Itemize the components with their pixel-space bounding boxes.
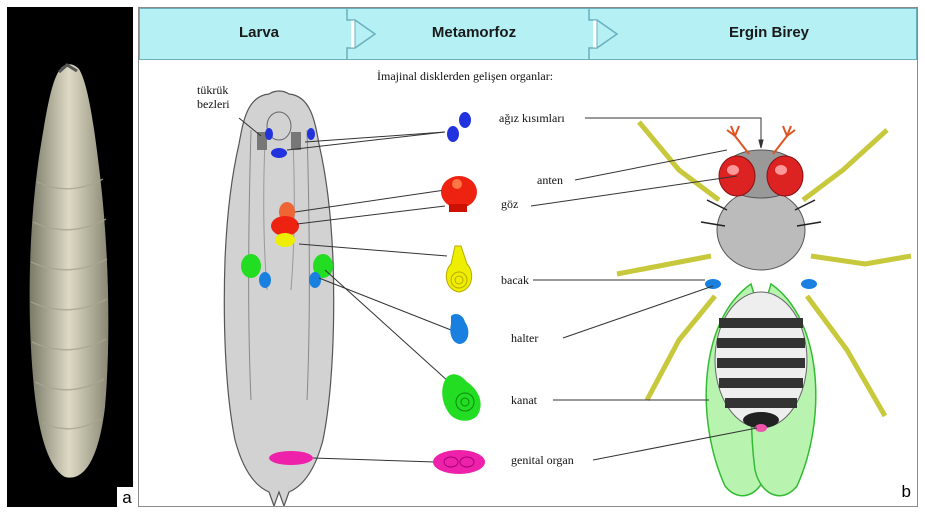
organ-label-genital: genital organ	[511, 453, 574, 467]
larva-disc-eye-right	[307, 128, 315, 140]
disc-wing	[442, 374, 480, 421]
disc-leg	[446, 246, 471, 292]
fly-haltere-right	[801, 279, 817, 289]
fly-thorax	[717, 190, 805, 270]
organ-label-eye: göz	[501, 197, 518, 211]
larva-disc-haltere-left	[259, 272, 271, 288]
larva-photo-image	[7, 7, 133, 507]
disc-genital	[433, 450, 485, 474]
organ-label-leg: bacak	[501, 273, 529, 287]
organ-label-wing: kanat	[511, 393, 538, 407]
disc-eye-antenna	[441, 176, 477, 212]
larva-disc-leg	[275, 233, 295, 247]
stage-notch-2	[593, 20, 597, 48]
diagram-panel-label: b	[902, 482, 911, 502]
larva-disc-genital	[269, 451, 313, 465]
larva-disc-mouthparts	[271, 148, 287, 158]
imaginal-disc-diagram: İmajinal disklerden gelişen organlar:	[139, 60, 917, 506]
larva-photo: a	[7, 7, 133, 507]
fly-eye-right	[767, 156, 803, 196]
organ-label-haltere: halter	[511, 331, 538, 345]
stage-larva-label: Larva	[199, 8, 319, 60]
stage-notch-1	[351, 20, 355, 48]
organ-label-antenna: anten	[537, 173, 563, 187]
disc-haltere	[450, 314, 468, 344]
photo-panel-label: a	[117, 487, 137, 509]
larva-disc-wing-left	[241, 254, 261, 278]
salivary-gland-label-line1: tükrük	[197, 83, 228, 97]
disc-mouthparts	[447, 112, 471, 142]
larva-disc-eye-left	[265, 128, 273, 140]
diagram-heading: İmajinal disklerden gelişen organlar:	[377, 69, 553, 83]
stage-metamorphosis-label: Metamorfoz	[399, 8, 549, 60]
larva-disc-haltere-right	[309, 272, 321, 288]
organ-label-mouthparts: ağız kısımları	[499, 111, 565, 125]
adult-fly	[617, 122, 911, 496]
stage-adult-label: Ergin Birey	[669, 8, 869, 60]
isolated-discs	[433, 112, 485, 474]
salivary-gland-label-line2: bezleri	[197, 97, 230, 111]
stage-bar: Larva Metamorfoz Ergin Birey	[139, 8, 917, 60]
diagram-panel: Larva Metamorfoz Ergin Birey İmajinal di…	[138, 7, 918, 507]
